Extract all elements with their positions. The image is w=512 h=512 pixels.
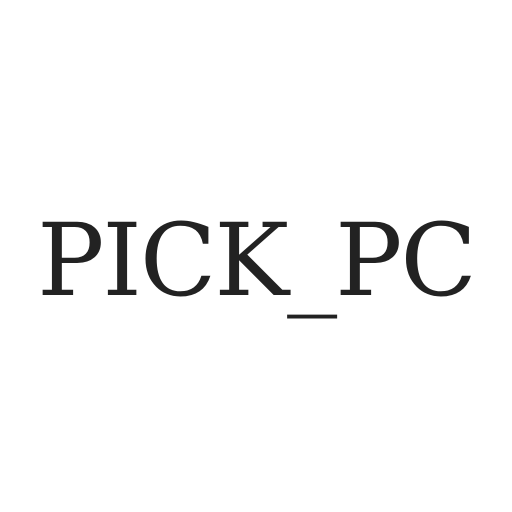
label-text: PICK_PC	[37, 202, 477, 319]
